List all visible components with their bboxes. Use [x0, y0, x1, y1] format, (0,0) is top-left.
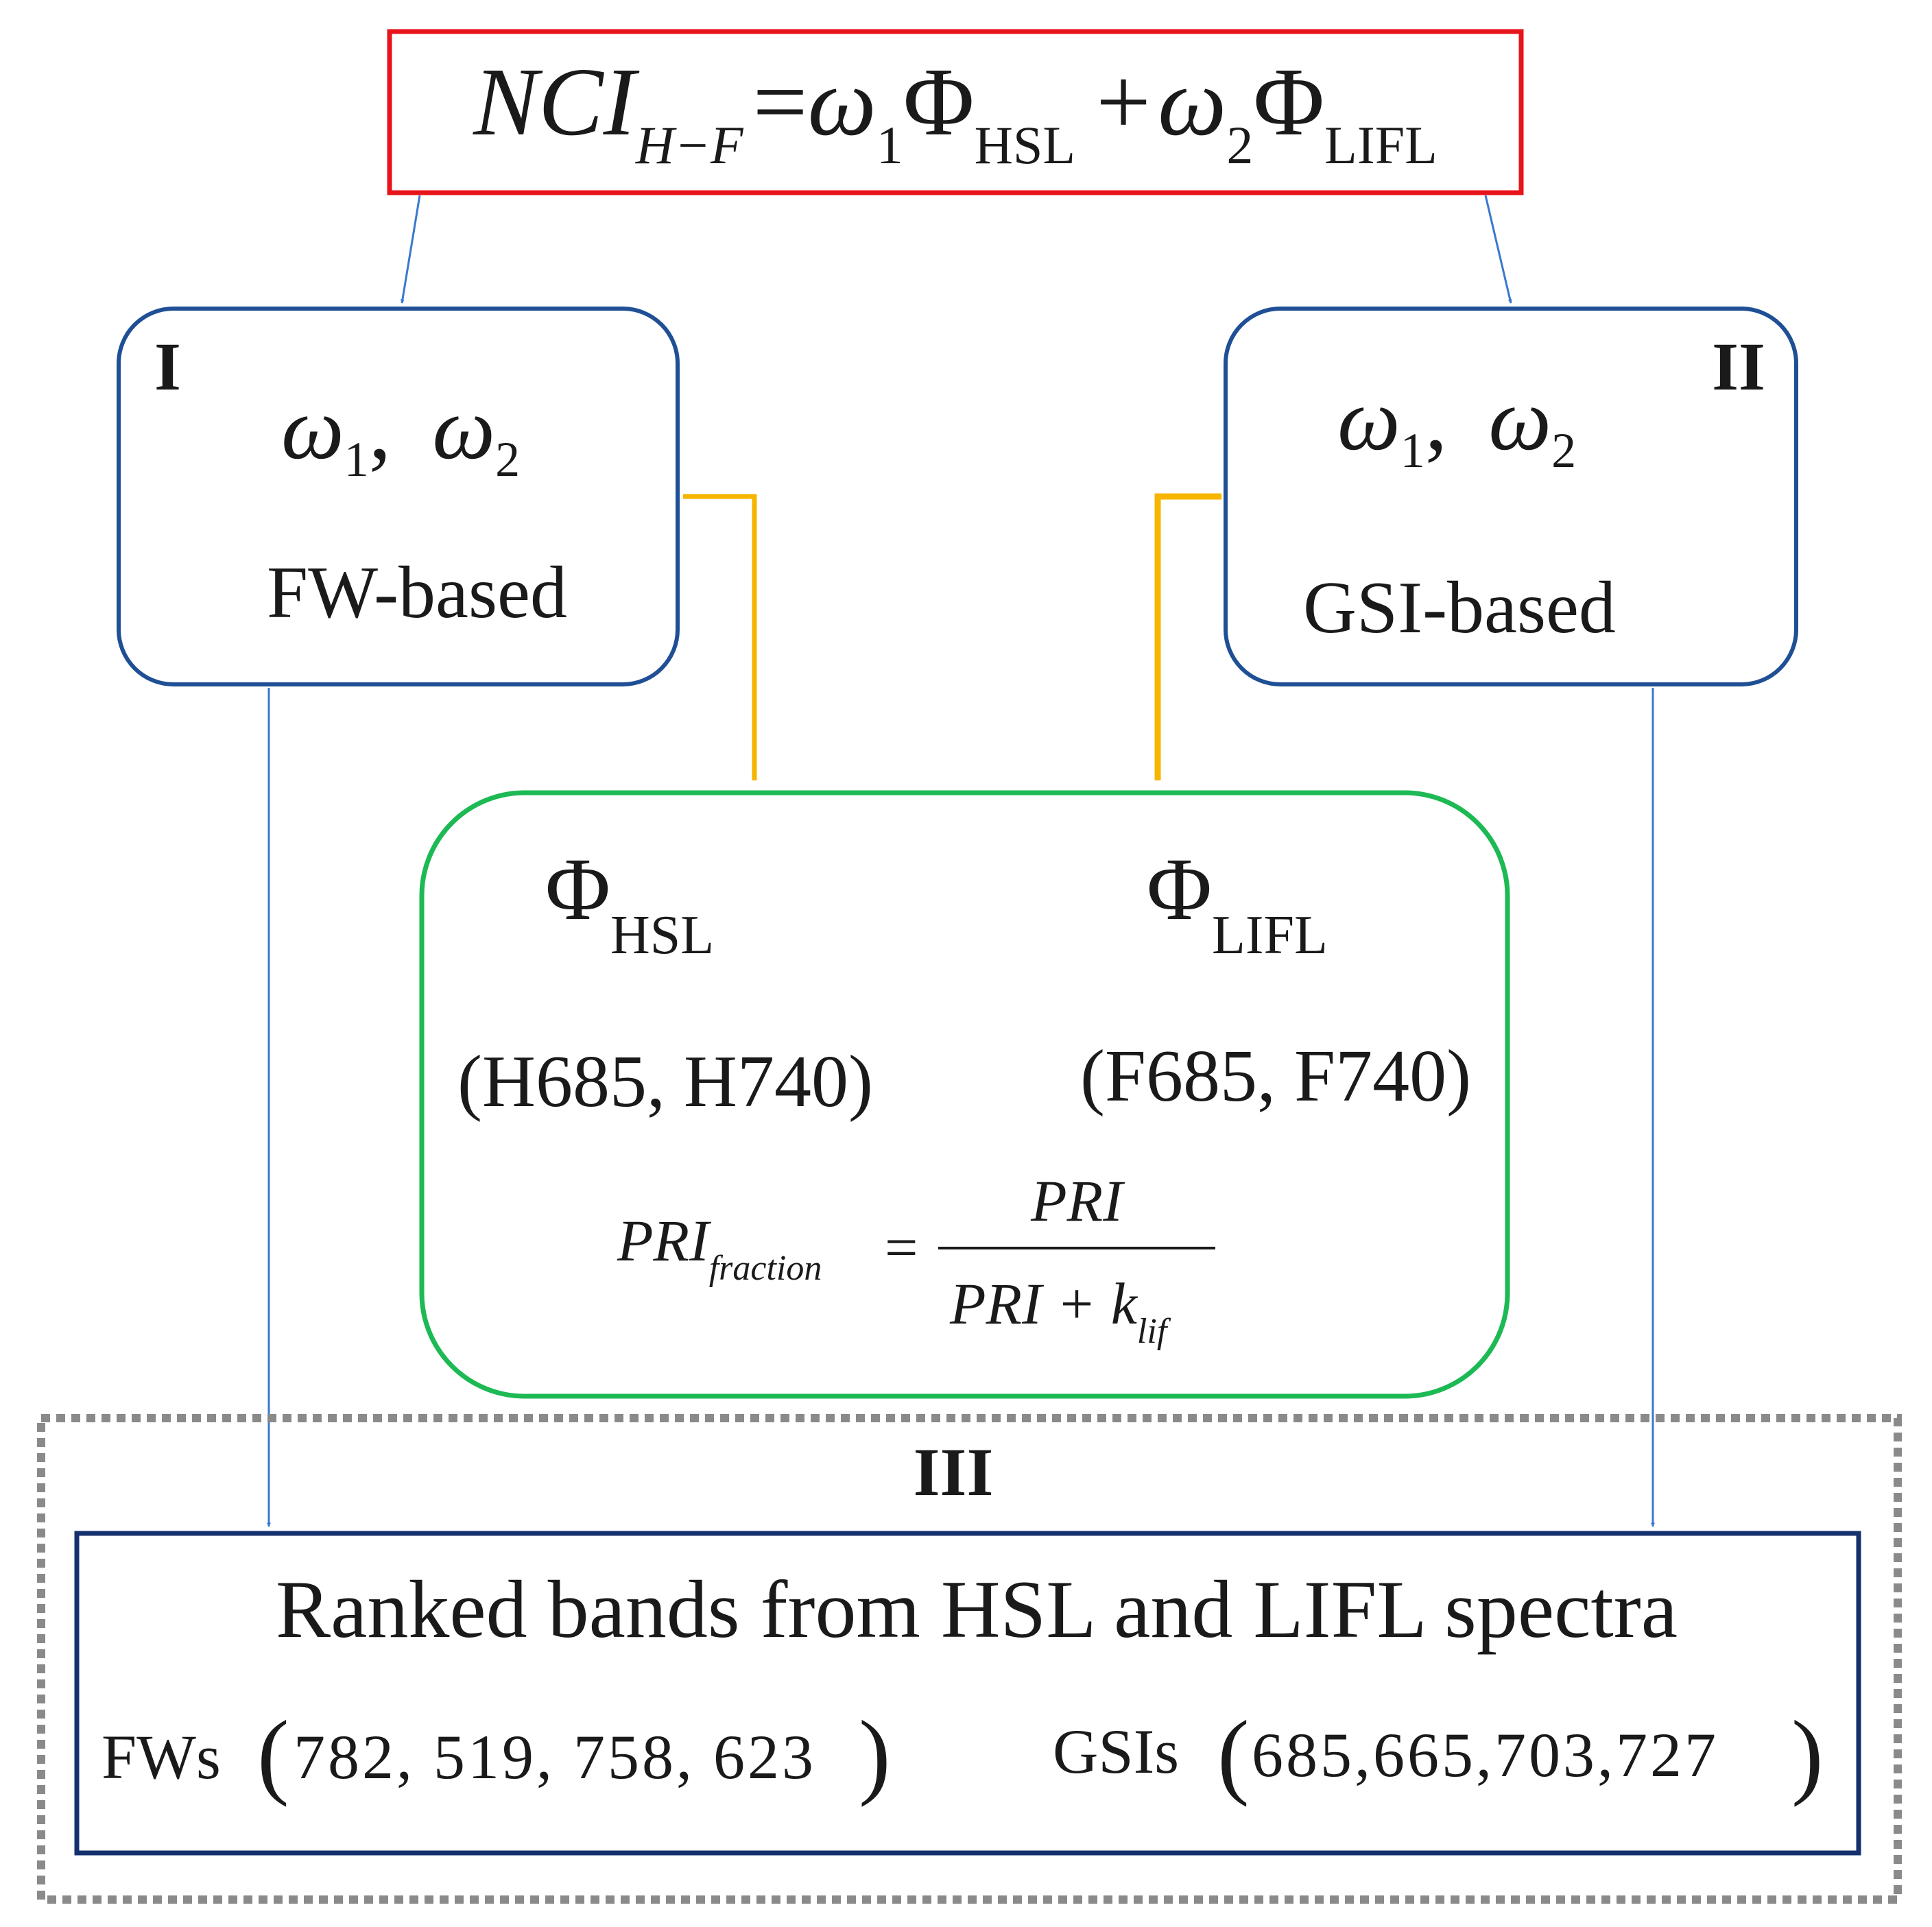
nci-subscript: H−F	[635, 115, 744, 175]
arrow-equation-to-box-two	[1484, 195, 1512, 304]
gsis-label: GSIs	[1053, 1716, 1179, 1786]
fws-open-paren: (	[257, 1701, 289, 1808]
pri-equals-sign: =	[885, 1214, 918, 1280]
hsl-band-pair: (H685, H740)	[457, 1041, 873, 1123]
phi-hsl-subscript: HSL	[975, 115, 1075, 175]
phi-lifl-symbol: Φ	[1253, 47, 1324, 156]
omega-one-subscript: 1	[876, 115, 903, 175]
phi-lifl-subscript: LIFL	[1324, 115, 1438, 175]
pri-denominator-subscript: lif	[1137, 1312, 1171, 1351]
pri-lhs-symbol: PRI	[617, 1208, 711, 1273]
fws-values: 782, 519, 758, 623	[294, 1722, 816, 1792]
box-one-weights: ω1,ω2	[281, 379, 520, 487]
pri-fraction-lhs: PRIfraction	[617, 1208, 822, 1288]
phi-hsl-symbol: Φ	[903, 47, 975, 156]
fws-label: FWs	[102, 1722, 221, 1792]
box-one-omega-two-subscript: 2	[495, 432, 520, 487]
ranked-bands-title: Ranked bands from HSL and LIFL spectra	[276, 1564, 1678, 1655]
box-two-comma: ,	[1425, 370, 1448, 469]
fws-ranking: FWs ( 782, 519, 758, 623 )	[102, 1701, 891, 1808]
pri-lhs-subscript: fraction	[709, 1249, 822, 1288]
box-two-omega-two: ω	[1488, 370, 1551, 469]
center-phi-lifl-symbol: Φ	[1147, 840, 1212, 939]
equation-text: NCIH−F=ω1ΦHSL+ω2ΦLIFL	[472, 47, 1438, 175]
omega-two: ω	[1158, 47, 1226, 156]
center-phi-hsl-symbol: Φ	[545, 840, 610, 939]
box-one-omega-one-subscript: 1	[344, 432, 369, 487]
pri-fraction-formula: PRIfraction = PRI PRI + klif	[617, 1168, 1215, 1351]
pri-denominator: PRI + klif	[949, 1271, 1171, 1351]
equation-box-border	[387, 29, 1524, 195]
gsis-ranking: GSIs ( 685,665,703,727 )	[1053, 1701, 1824, 1808]
gsis-values: 685,665,703,727	[1252, 1720, 1719, 1790]
ranked-bands-box-border	[74, 1531, 1861, 1856]
box-one-omega-two: ω	[432, 379, 495, 478]
omega-one: ω	[808, 47, 876, 156]
center-parameter-box: ΦHSL ΦLIFL (H685, H740) (F685, F740) PRI…	[419, 790, 1510, 1399]
box-one-label: FW-based	[267, 552, 567, 634]
box-two-omega-one-subscript: 1	[1400, 423, 1425, 478]
box-one-fw-based: I ω1,ω2 FW-based	[117, 307, 680, 686]
box-one-comma: ,	[369, 379, 392, 478]
plus-sign: +	[1096, 47, 1151, 156]
pri-denominator-text: PRI + k	[949, 1271, 1138, 1337]
box-two-weights: ω1,ω2	[1337, 370, 1576, 478]
pri-numerator: PRI	[1030, 1168, 1125, 1234]
box-two-label: GSI-based	[1303, 567, 1616, 649]
phi-hsl-heading: ΦHSL	[545, 840, 714, 966]
section-three-roman-numeral: III	[914, 1434, 994, 1510]
box-two-omega-one: ω	[1337, 370, 1400, 469]
equation-box: NCIH−F=ω1ΦHSL+ω2ΦLIFL	[387, 29, 1524, 195]
gold-arrow-right	[1154, 493, 1222, 781]
equals-sign: =	[753, 47, 808, 156]
gsis-close-paren: )	[1791, 1701, 1824, 1808]
box-two-roman-numeral: II	[1712, 328, 1765, 405]
box-one-border	[117, 307, 680, 686]
box-two-omega-two-subscript: 2	[1551, 423, 1576, 478]
box-one-omega-one: ω	[281, 379, 344, 478]
fws-close-paren: )	[859, 1701, 891, 1808]
section-three: III Ranked bands from HSL and LIFL spect…	[37, 1414, 1902, 1904]
gsis-open-paren: (	[1217, 1701, 1250, 1808]
box-two-border	[1224, 307, 1798, 686]
box-one-roman-numeral: I	[154, 328, 181, 405]
box-two-gsi-based: II ω1,ω2 GSI-based	[1224, 307, 1798, 686]
center-phi-lifl-subscript: LIFL	[1212, 905, 1328, 966]
section-three-dotted-frame	[37, 1414, 1902, 1904]
arrow-equation-to-box-one	[400, 195, 421, 304]
nci-symbol: NCI	[472, 47, 639, 156]
gold-arrow-left	[682, 494, 757, 781]
omega-two-subscript: 2	[1226, 115, 1253, 175]
lifl-band-pair: (F685, F740)	[1080, 1036, 1471, 1117]
center-box-border	[419, 790, 1510, 1399]
center-phi-hsl-subscript: HSL	[610, 905, 714, 966]
phi-lifl-heading: ΦLIFL	[1147, 840, 1328, 966]
